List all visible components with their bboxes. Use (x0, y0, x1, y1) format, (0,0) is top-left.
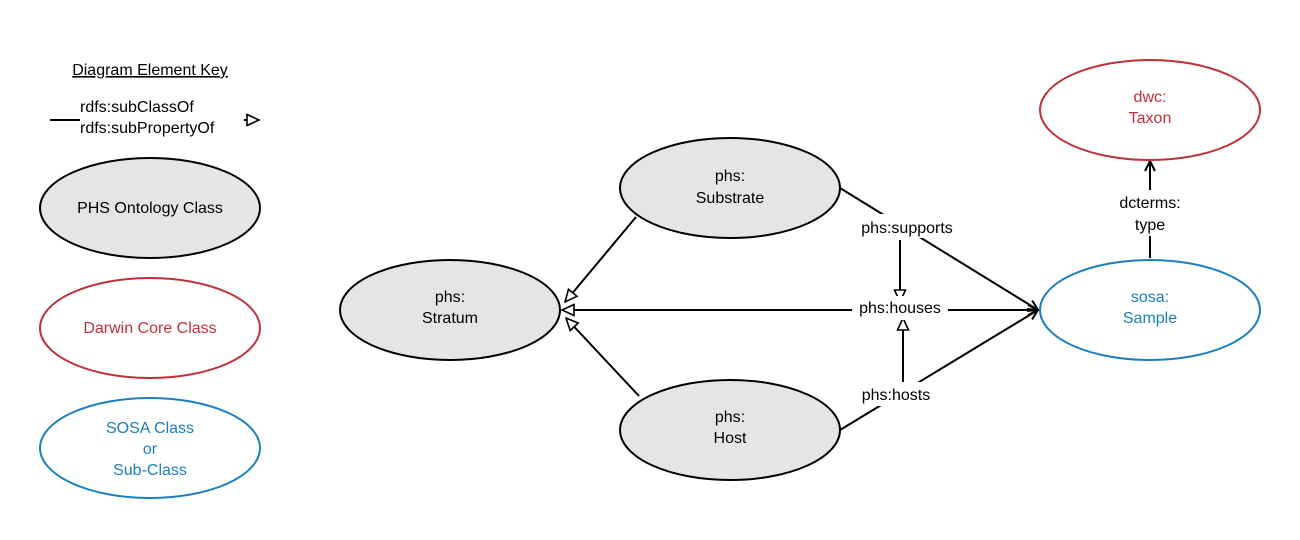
node-taxon: dwc: Taxon (1039, 59, 1261, 161)
label-dcterms: dcterms: (1119, 195, 1180, 212)
node-sample-name: Sample (1123, 310, 1177, 327)
label-houses: phs:houses (859, 300, 941, 317)
edge-substrate-subclass-stratum (565, 216, 637, 302)
diagram-key: Diagram Element Key rdfs:subClassOf rdfs… (39, 62, 261, 499)
edge-hosts (839, 310, 1038, 431)
node-substrate-name: Substrate (696, 190, 765, 207)
node-taxon-name: Taxon (1129, 110, 1172, 127)
key-phs-class-label: PHS Ontology Class (77, 200, 223, 217)
key-sosa-class-ellipse (39, 397, 261, 499)
node-host-prefix: phs: (715, 409, 745, 426)
edge-host-subclass-stratum (566, 318, 640, 397)
label-supports: phs:supports (861, 220, 953, 237)
key-dwc-class-label: Darwin Core Class (83, 320, 216, 337)
key-phs-class-ellipse (39, 157, 261, 259)
edge-labels: phs:supports phs:houses phs:hosts dcterm… (852, 190, 1188, 406)
edges (562, 161, 1150, 431)
node-stratum-name: Stratum (422, 310, 478, 327)
node-substrate-prefix: phs: (715, 168, 745, 185)
key-sosa-class-line1: SOSA Class (106, 420, 194, 437)
node-sample-prefix: sosa: (1131, 289, 1169, 306)
label-hosts: phs:hosts (862, 387, 930, 404)
key-edge-label-subclass: rdfs:subClassOf (80, 99, 194, 116)
key-dwc-class-ellipse (39, 277, 261, 379)
key-sosa-class-line2: or (143, 441, 158, 458)
label-type: type (1135, 217, 1165, 234)
edge-supports (839, 187, 1038, 310)
node-host-name: Host (714, 430, 747, 447)
key-sosa-class-line3: Sub-Class (113, 462, 187, 479)
node-substrate: phs: Substrate (619, 137, 841, 239)
key-edge-label-subproperty: rdfs:subPropertyOf (80, 120, 215, 137)
node-stratum-prefix: phs: (435, 289, 465, 306)
node-taxon-prefix: dwc: (1134, 89, 1167, 106)
node-sample: sosa: Sample (1039, 259, 1261, 361)
node-host: phs: Host (619, 379, 841, 481)
key-title: Diagram Element Key (72, 62, 228, 79)
node-stratum: phs: Stratum (339, 259, 561, 361)
